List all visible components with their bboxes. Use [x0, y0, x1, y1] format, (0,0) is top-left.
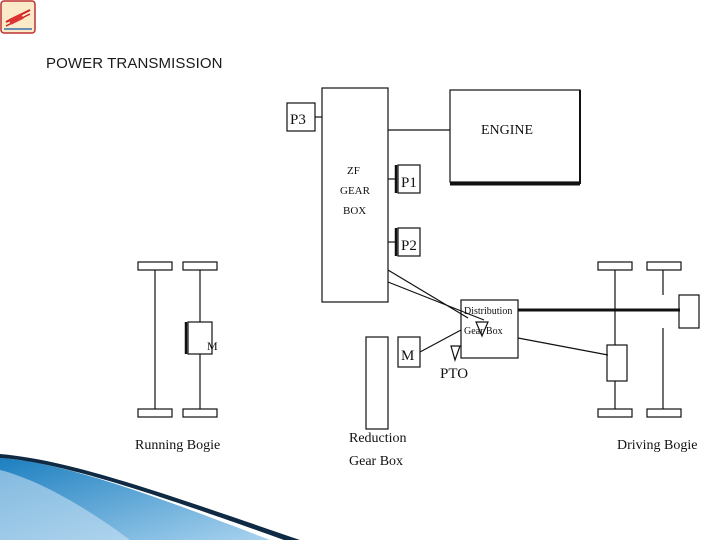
m-running-label: M — [207, 339, 218, 353]
distribution-label-line1: Distribution — [464, 306, 512, 317]
driving-bogie-gear-2 — [678, 294, 700, 329]
p2-label: P2 — [401, 238, 417, 254]
p1-box — [397, 164, 421, 194]
p3-label: P3 — [290, 112, 306, 128]
pto-label: PTO — [440, 366, 468, 382]
zf-label-line1: ZF — [347, 165, 360, 177]
distribution-label-line2: Gear Box — [464, 326, 503, 337]
railway-logo — [0, 0, 36, 34]
page-title: POWER TRANSMISSION — [46, 55, 223, 72]
zf-label-line2: GEAR — [340, 185, 371, 197]
p1-label: P1 — [401, 175, 417, 191]
reduction-label-line2: Gear Box — [349, 454, 403, 469]
zf-gear-box — [321, 87, 389, 303]
driving-bogie-gear-1 — [606, 344, 628, 382]
engine-label: ENGINE — [481, 123, 533, 138]
m-reduction-label: M — [401, 348, 414, 364]
zf-label-line3: BOX — [343, 205, 366, 217]
distribution-gear-box — [460, 299, 519, 359]
running-bogie-label: Running Bogie — [135, 438, 220, 453]
driving-bogie-label: Driving Bogie — [617, 438, 698, 453]
reduction-label-line1: Reduction — [349, 431, 407, 446]
running-bogie-motor — [187, 321, 213, 355]
decorative-swoosh — [0, 454, 300, 540]
reduction-gear-box — [365, 336, 389, 430]
p2-box — [397, 227, 421, 257]
